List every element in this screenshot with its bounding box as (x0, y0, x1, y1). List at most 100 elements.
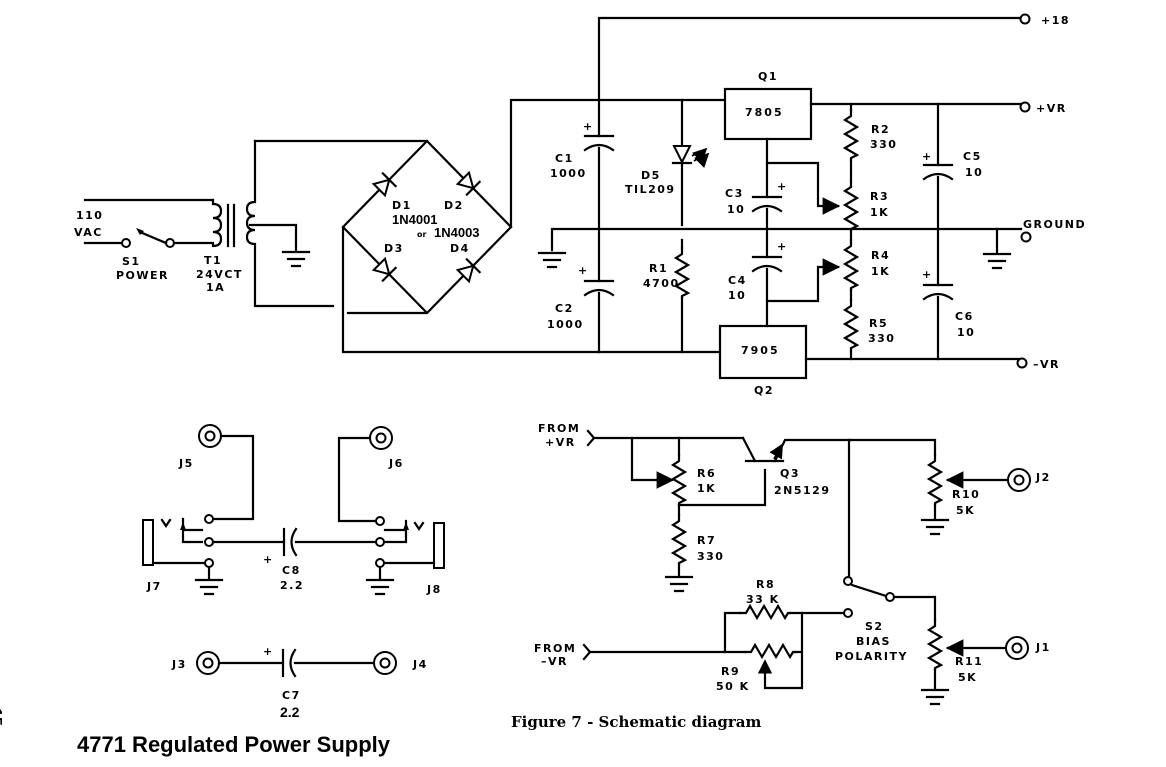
c3-value: 10 (727, 203, 745, 216)
switch-terminal (165, 238, 175, 248)
coax-jack-icon (198, 424, 222, 448)
terminal-icon (1019, 101, 1031, 113)
output-minus-vr[interactable]: –VR (1016, 357, 1060, 371)
power-switch-s1[interactable]: S1 POWER (116, 228, 215, 282)
ground-icon (281, 250, 311, 268)
potentiometer-r11: R11 5K (920, 618, 1010, 706)
r8-value: 33 K (746, 593, 780, 606)
j5-label: J5 (178, 457, 194, 470)
diode-part-primary: 1N4001 (392, 212, 438, 227)
q1-ref: Q1 (758, 70, 778, 83)
transformer-t1: T1 24VCT 1A (196, 139, 335, 308)
terminal-icon (1020, 231, 1032, 243)
r6-value: 1K (697, 482, 716, 495)
c4-ref: C4 (728, 274, 747, 287)
j2-label: J2 (1035, 471, 1051, 484)
r3-value: 1K (870, 206, 889, 219)
j4-label: J4 (412, 658, 428, 671)
polarity-plus: + (922, 150, 933, 163)
j6-label: J6 (388, 457, 404, 470)
diode-d1-ref: D1 (392, 199, 412, 212)
r4-ref: R4 (871, 249, 890, 262)
potentiometer-r6: R6 1K (671, 436, 767, 507)
potentiometer-r10: R10 5K (920, 453, 1010, 536)
s2-label-line2: POLARITY (835, 650, 908, 663)
diode-d4-icon (455, 257, 482, 284)
potentiometer-r4-icon (843, 238, 859, 292)
q3-ref: Q3 (780, 467, 800, 480)
led-icon (672, 145, 692, 165)
transformer-core-icon (226, 203, 236, 248)
capacitor-c5: + C5 10 (922, 102, 983, 231)
switch-pivot-icon (136, 228, 144, 235)
primary-coil-icon (211, 198, 223, 248)
c3-ref: C3 (725, 187, 744, 200)
ac-input-label-line1: 110 (76, 209, 103, 222)
resistor-r8: R8 33 K (738, 578, 792, 620)
switch-ref: S1 (122, 255, 141, 268)
jack-j3[interactable]: J3 (171, 651, 220, 675)
output-plus18[interactable]: +18 (1019, 13, 1071, 27)
switch-terminal (121, 238, 131, 248)
phone-jack-j7: J7 (142, 514, 224, 596)
from-plus-line1: FROM (538, 422, 580, 435)
output-ground[interactable]: GROUND (1020, 218, 1087, 243)
plus18-rail (597, 16, 1023, 102)
ground-icon (982, 252, 1012, 270)
diode-d2-icon (455, 170, 482, 197)
phone-jack-j8: J8 (365, 516, 445, 596)
coax-jack-icon (1007, 468, 1031, 492)
resistor-r7: R7 330 (664, 503, 724, 593)
jack-j1[interactable]: J1 (1005, 636, 1051, 660)
j8-label: J8 (426, 583, 442, 596)
jack-j5[interactable]: J5 (178, 424, 255, 521)
secondary-coil-icon (245, 139, 335, 308)
jack-j6[interactable]: J6 (337, 426, 404, 523)
switch-lever-icon (138, 230, 168, 245)
switch-lever-icon (850, 583, 888, 598)
regulator-q1: 7805 Q1 (723, 70, 813, 141)
diode-or-label: or (417, 230, 426, 239)
q2-ref: Q2 (754, 384, 774, 397)
r8-ref: R8 (756, 578, 775, 591)
d5-ref: D5 (641, 169, 661, 182)
q3-part: 2N5129 (774, 484, 830, 497)
ground-rail (550, 227, 1023, 252)
bridge-rectifier: D1 D2 D3 D4 1N4001 or 1N4003 (253, 98, 601, 354)
resistor-r5-icon (843, 298, 859, 352)
r10-ref: R10 (952, 488, 980, 501)
switch-terminal (885, 592, 895, 602)
r7-value: 330 (697, 550, 724, 563)
output-plus-vr[interactable]: +VR (1019, 101, 1067, 115)
jack-j4[interactable]: J4 (373, 651, 428, 675)
ground-icon (194, 578, 224, 596)
polarity-plus: + (777, 180, 788, 193)
coax-jack-icon (196, 651, 220, 675)
r3-ref: R3 (870, 190, 889, 203)
led-d5: D5 TIL209 (625, 98, 710, 227)
c5-value: 10 (965, 166, 983, 179)
transformer-ref: T1 (204, 254, 222, 267)
bias-polarity-switch-s2[interactable]: S2 BIAS POLARITY (835, 576, 937, 663)
ground-icon (365, 578, 395, 596)
output-ground-label: GROUND (1023, 218, 1086, 231)
input-from-plus-vr: FROM +VR (538, 422, 596, 449)
diode-part-alt: 1N4003 (434, 225, 480, 240)
c8-value: 2.2 (280, 579, 304, 592)
r10-value: 5K (956, 504, 975, 517)
r2-value: 330 (870, 138, 897, 151)
jack-j2[interactable]: J2 (1007, 468, 1051, 492)
ground-icon (920, 518, 950, 536)
r2-ref: R2 (871, 123, 890, 136)
capacitor-c8: + C8 2.2 (211, 527, 379, 592)
polarity-plus: + (583, 120, 594, 133)
r5-value: 330 (868, 332, 895, 345)
r1-value: 4700 (643, 277, 680, 290)
capacitor-c4: + C4 10 (728, 227, 841, 328)
r5-ref: R5 (869, 317, 888, 330)
c5-ref: C5 (963, 150, 982, 163)
transformer-rating: 24VCT (196, 268, 243, 281)
terminal-icon (1016, 357, 1028, 369)
polarity-plus: + (263, 645, 274, 658)
from-minus-line2: –VR (541, 655, 568, 668)
